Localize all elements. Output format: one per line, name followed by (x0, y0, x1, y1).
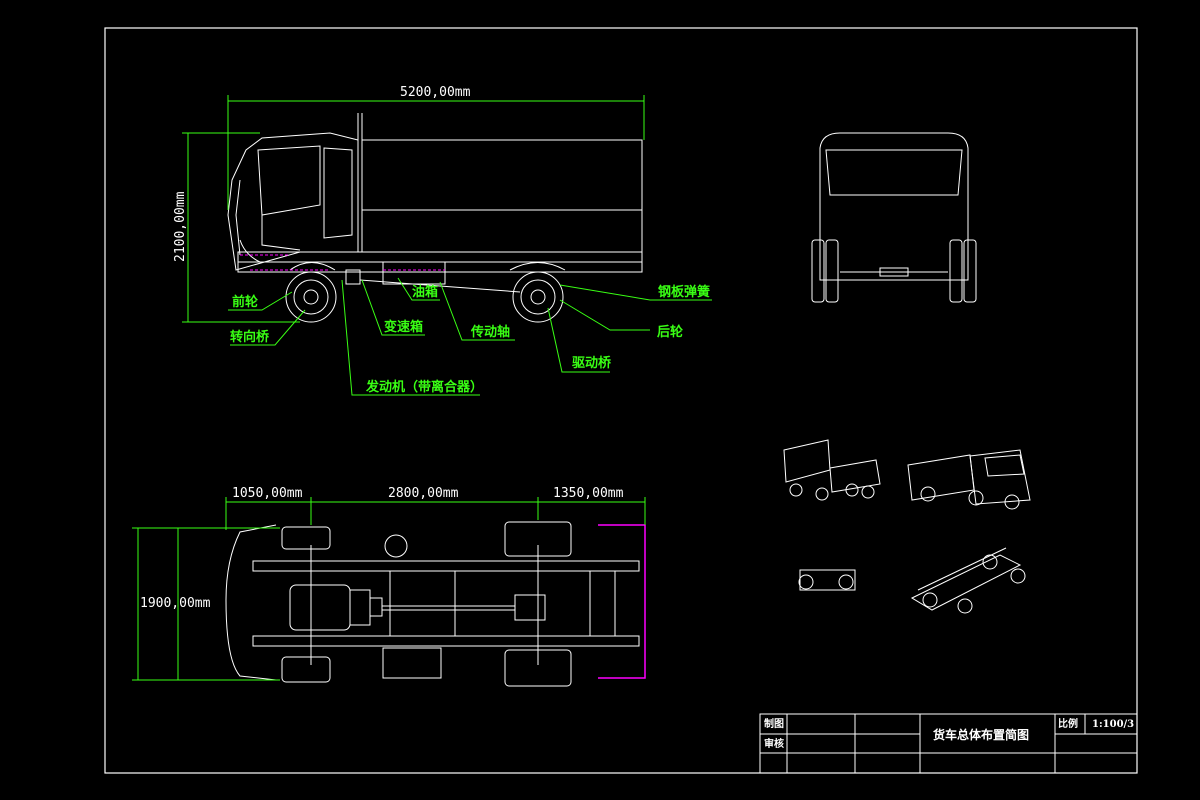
callout-drive-shaft: 传动轴 (470, 324, 510, 340)
scale-value: 1:100/3 (1092, 719, 1134, 730)
fuel-tank-shape (382, 261, 446, 285)
cab (227, 132, 359, 271)
callout-leaf-spring: 钢板弹簧 (658, 284, 710, 300)
side-view (227, 113, 643, 323)
drawn-by-label: 制图 (764, 717, 784, 730)
callout-fuel-tank: 油箱 (412, 284, 438, 300)
callout-front-wheel: 前轮 (232, 294, 258, 310)
rear-outline (598, 524, 646, 679)
cargo-box (361, 139, 643, 253)
leader-lines (228, 277, 712, 396)
callout-drive-axle: 驱动桥 (572, 355, 612, 371)
front-view (811, 132, 977, 303)
side-dimensions (182, 95, 645, 323)
wheelbase-dim: 2800,00mm (388, 486, 459, 501)
front-wheel-shape (285, 271, 337, 323)
drawing-frame (104, 27, 1138, 774)
overall-height-dim: 2100,00mm (173, 191, 188, 262)
top-view (225, 521, 640, 687)
width-dim: 1900,00mm (140, 596, 211, 611)
scale-label: 比例 (1058, 717, 1078, 730)
reviewed-by-label: 审核 (764, 737, 784, 750)
callout-engine: 发动机（带离合器） (365, 379, 483, 395)
callout-rear-wheel: 后轮 (657, 324, 683, 340)
iso-views (783, 439, 1031, 614)
overall-length-dim: 5200,00mm (400, 85, 471, 100)
rear-wheel-shape (512, 271, 564, 323)
front-overhang-dim: 1050,00mm (232, 486, 303, 501)
callout-steering-axle: 转向桥 (230, 329, 270, 345)
title-block (759, 713, 1138, 774)
callout-gearbox: 变速箱 (384, 319, 423, 335)
rear-overhang-dim: 1350,00mm (553, 486, 624, 501)
drawing-title: 货车总体布置简图 (933, 727, 1029, 742)
top-dimensions (132, 497, 646, 681)
